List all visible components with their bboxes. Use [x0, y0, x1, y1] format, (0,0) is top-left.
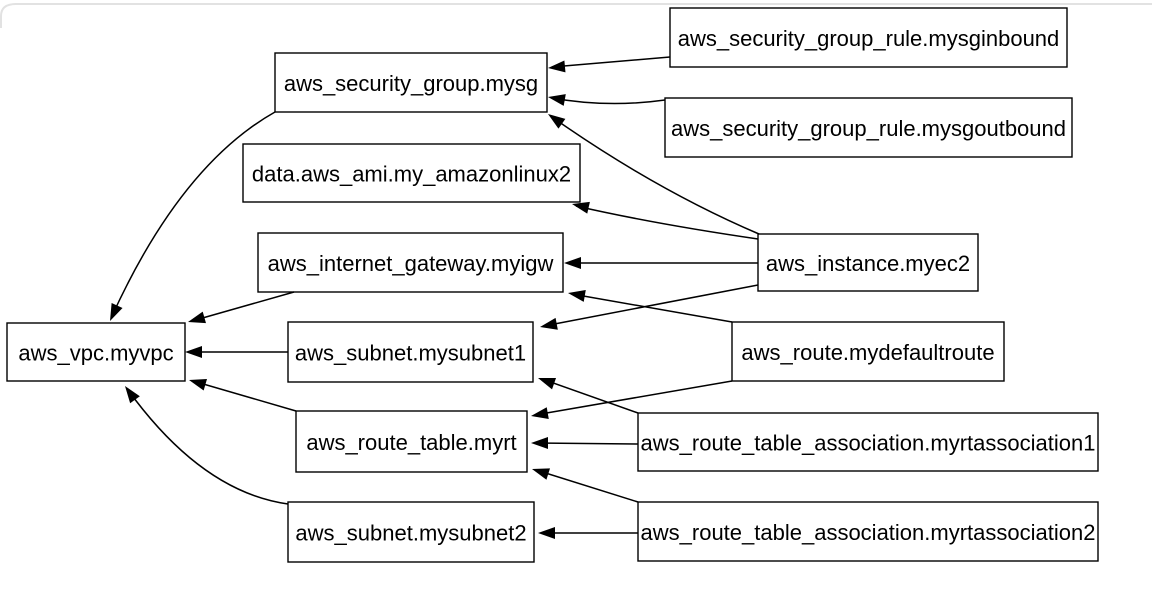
node-label-mysg: aws_security_group.mysg	[284, 71, 538, 96]
graph-node-ami: data.aws_ami.my_amazonlinux2	[242, 143, 581, 203]
node-label-subnet2: aws_subnet.mysubnet2	[295, 521, 526, 546]
arrowhead-into-mysg	[548, 94, 566, 106]
arrowhead-into-myrt	[531, 407, 549, 420]
arrowhead-into-mysg	[548, 60, 566, 73]
graph-node-mysg: aws_security_group.mysg	[274, 52, 548, 113]
node-label-assoc1: aws_route_table_association.myrtassociat…	[641, 431, 1096, 456]
edge-line-assoc1-to-subnet1	[541, 378, 639, 414]
graph-edge-ec2-to-ami	[572, 201, 759, 240]
node-label-ami: data.aws_ami.my_amazonlinux2	[252, 162, 571, 187]
graph-edge-assoc1-to-subnet1	[538, 378, 639, 414]
edge-line-igw-to-vpc	[191, 291, 295, 322]
arrowhead-into-vpc	[189, 378, 207, 391]
graph-edge-sgoutbound-to-mysg	[548, 94, 666, 106]
graph-node-sgoutbound: aws_security_group_rule.mysgoutbound	[664, 97, 1073, 158]
panel-frame-border	[0, 3, 1152, 28]
graph-node-assoc1: aws_route_table_association.myrtassociat…	[637, 412, 1099, 472]
graph-node-assoc2: aws_route_table_association.myrtassociat…	[637, 501, 1099, 562]
arrowhead-into-vpc	[110, 303, 123, 321]
graph-edge-igw-to-vpc	[188, 291, 295, 324]
graph-node-igw: aws_internet_gateway.myigw	[257, 232, 564, 293]
arrowhead-into-ami	[572, 201, 590, 214]
node-box-myrt	[295, 410, 528, 473]
edge-line-sgoutbound-to-mysg	[551, 97, 666, 105]
graph-node-vpc: aws_vpc.myvpc	[6, 322, 186, 382]
node-label-myrt: aws_route_table.myrt	[306, 430, 516, 455]
arrowhead-into-vpc	[125, 386, 140, 404]
graph-edge-ec2-to-mysg	[548, 114, 760, 235]
graph-edge-ec2-to-igw	[564, 257, 758, 269]
graph-edge-myrt-to-vpc	[189, 378, 297, 412]
graph-node-sginbound: aws_security_group_rule.mysginbound	[669, 7, 1068, 68]
edge-line-ec2-to-mysg	[551, 116, 760, 235]
edge-line-ec2-to-ami	[575, 205, 759, 240]
node-label-assoc2: aws_route_table_association.myrtassociat…	[641, 520, 1096, 545]
arrowhead-into-subnet1	[538, 378, 557, 390]
graph-edge-sginbound-to-mysg	[548, 56, 671, 73]
edge-line-defaultroute-to-myrt	[534, 380, 733, 416]
node-box-sginbound	[669, 7, 1068, 68]
arrowhead-into-myrt	[532, 468, 551, 480]
arrowhead-into-subnet1	[540, 317, 558, 330]
graph-node-subnet2: aws_subnet.mysubnet2	[287, 501, 535, 563]
arrowhead-into-subnet2	[538, 527, 555, 539]
node-box-assoc1	[637, 412, 1099, 472]
graph-edge-assoc1-to-myrt	[531, 437, 639, 449]
node-box-igw	[257, 232, 564, 293]
node-box-sgoutbound	[664, 97, 1073, 158]
arrowhead-into-igw	[564, 257, 581, 269]
graph-edge-ec2-to-subnet1	[540, 284, 759, 330]
arrowhead-into-igw	[568, 290, 586, 302]
node-box-subnet1	[287, 321, 534, 383]
arrowhead-into-vpc	[185, 346, 202, 358]
node-box-ec2	[757, 233, 979, 292]
edge-line-sginbound-to-mysg	[551, 56, 671, 68]
edge-line-assoc1-to-myrt	[534, 442, 639, 445]
node-box-subnet2	[287, 501, 535, 563]
node-label-subnet1: aws_subnet.mysubnet1	[295, 341, 526, 366]
graph-node-subnet1: aws_subnet.mysubnet1	[287, 321, 534, 383]
node-label-defaultroute: aws_route.mydefaultroute	[741, 340, 994, 365]
node-label-vpc: aws_vpc.myvpc	[18, 341, 173, 366]
graph-node-defaultroute: aws_route.mydefaultroute	[731, 321, 1005, 382]
edge-line-assoc2-to-myrt	[535, 469, 639, 503]
edge-line-mysg-to-vpc	[111, 111, 276, 317]
graph-node-myrt: aws_route_table.myrt	[295, 410, 528, 473]
node-box-defaultroute	[731, 321, 1005, 382]
node-box-mysg	[274, 52, 548, 113]
node-label-sgoutbound: aws_security_group_rule.mysgoutbound	[671, 116, 1066, 141]
graph-edge-subnet2-to-vpc	[125, 386, 289, 505]
arrowhead-into-myrt	[531, 437, 548, 449]
edge-line-myrt-to-vpc	[192, 380, 297, 412]
arrowhead-into-mysg	[548, 114, 566, 129]
graph-edge-subnet1-to-vpc	[185, 346, 288, 358]
node-label-ec2: aws_instance.myec2	[766, 251, 970, 276]
graph-edge-assoc2-to-subnet2	[538, 527, 638, 539]
node-label-sginbound: aws_security_group_rule.mysginbound	[678, 26, 1060, 51]
graph-node-ec2: aws_instance.myec2	[757, 233, 979, 292]
graph-edge-mysg-to-vpc	[110, 111, 276, 321]
graph-edge-assoc2-to-myrt	[532, 468, 639, 503]
arrowhead-into-vpc	[188, 311, 206, 324]
edge-line-defaultroute-to-igw	[571, 293, 733, 323]
edge-line-ec2-to-subnet1	[543, 284, 759, 327]
node-box-assoc2	[637, 501, 1099, 562]
edge-line-subnet2-to-vpc	[127, 389, 289, 505]
node-box-ami	[242, 143, 581, 203]
graph-edge-defaultroute-to-myrt	[531, 380, 733, 420]
graph-edge-defaultroute-to-igw	[568, 290, 733, 323]
node-label-igw: aws_internet_gateway.myigw	[268, 251, 554, 276]
